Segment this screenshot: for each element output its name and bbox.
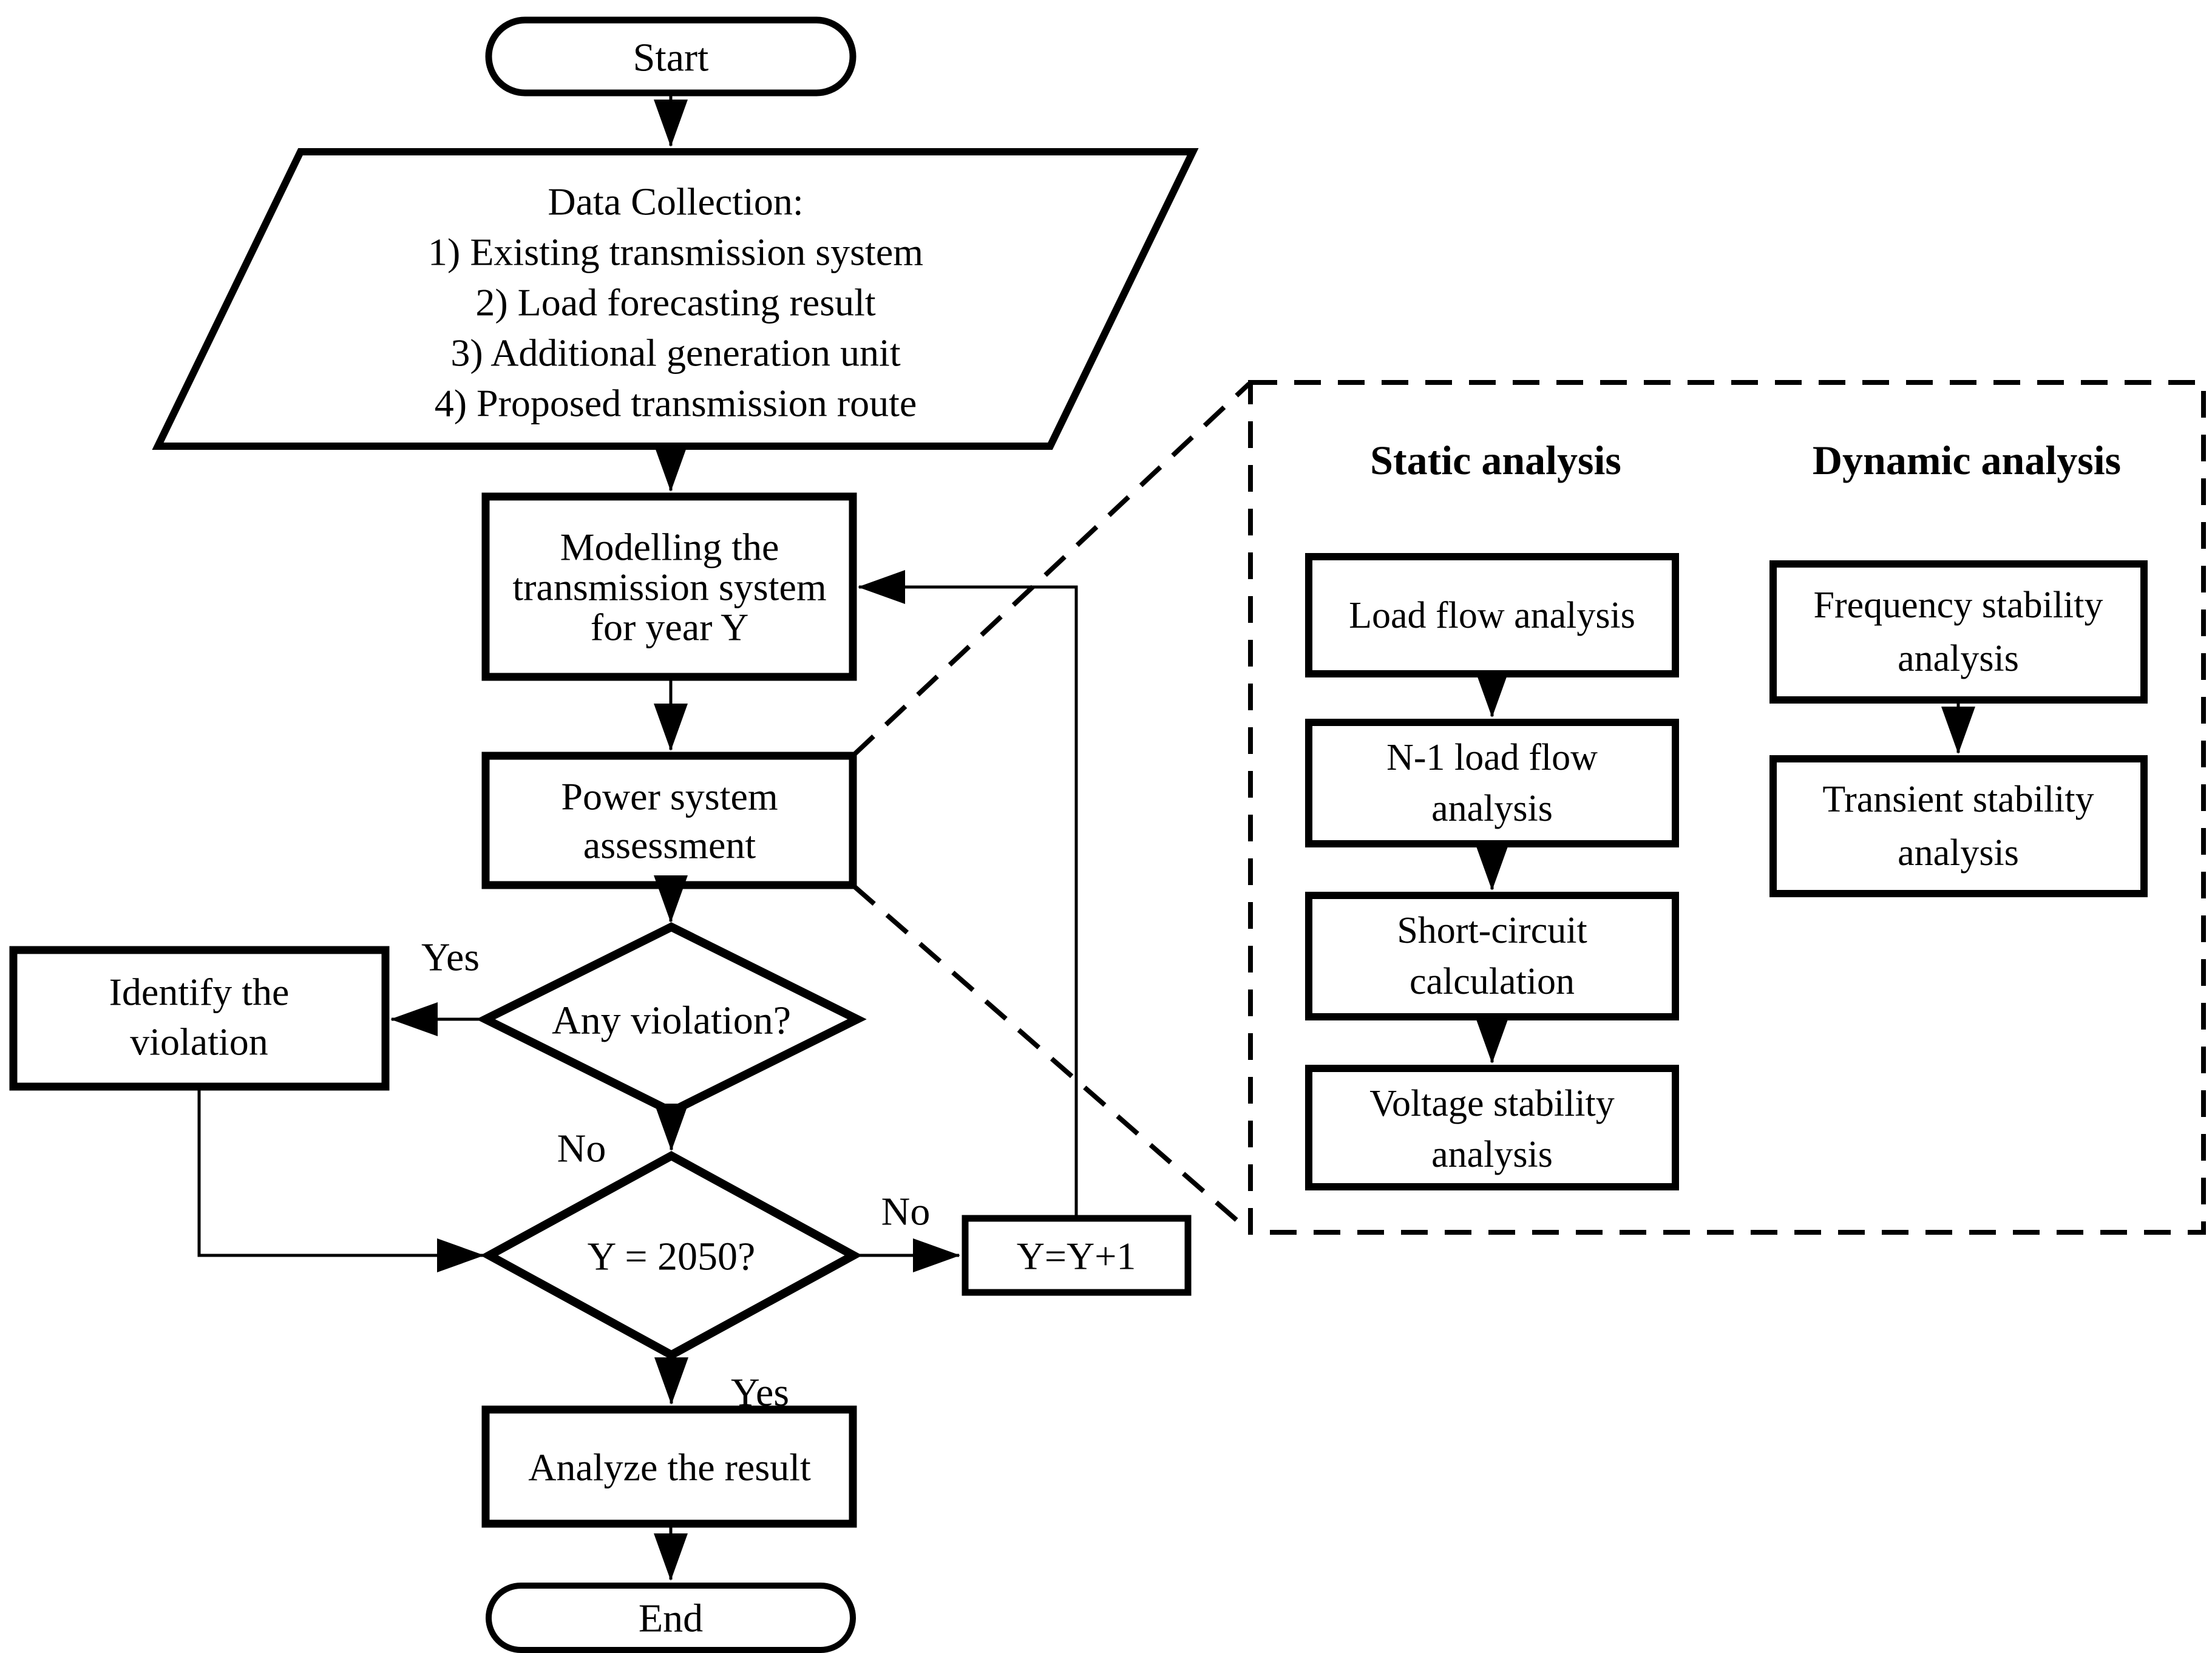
modelling-line: for year Y <box>591 606 749 649</box>
violation-decision-label: Any violation? <box>552 999 791 1043</box>
node-analyze-result <box>481 1405 857 1528</box>
load-flow-label: Load flow analysis <box>1349 595 1635 636</box>
edge-increment-to-modelling <box>858 570 1078 1218</box>
assessment-line: assessment <box>583 824 756 867</box>
voltage-stability-line: Voltage stability <box>1369 1083 1615 1124</box>
detail-panel-border <box>1248 380 2206 1235</box>
transient-stability-line: Transient stability <box>1822 779 2094 820</box>
edge-label-year-no: No <box>881 1190 931 1234</box>
data-collection-line: 4) Proposed transmission route <box>435 382 917 425</box>
year-decision-label: Y = 2050? <box>588 1235 756 1279</box>
edge-label-violation-yes: Yes <box>421 935 480 980</box>
node-start-label: Start <box>633 36 709 80</box>
short-circuit-line: Short-circuit <box>1397 910 1587 951</box>
node-assessment <box>481 752 857 889</box>
voltage-stability-line: analysis <box>1431 1134 1553 1175</box>
data-collection-line: 1) Existing transmission system <box>428 231 923 274</box>
analyze-result-label: Analyze the result <box>528 1446 811 1489</box>
increment-year-label: Y=Y+1 <box>1017 1235 1136 1278</box>
frequency-stability-line: Frequency stability <box>1814 585 2103 626</box>
edge-label-violation-no: No <box>557 1127 606 1171</box>
modelling-line: transmission system <box>512 566 826 609</box>
node-frequency-stability <box>1769 560 2148 704</box>
dynamic-analysis-heading: Dynamic analysis <box>1813 437 2121 483</box>
node-n1-load-flow <box>1305 719 1679 847</box>
node-end-label: End <box>639 1597 703 1641</box>
edge-identify-to-year <box>197 1087 484 1272</box>
node-end <box>486 1583 856 1653</box>
static-analysis-heading: Static analysis <box>1370 437 1621 483</box>
frequency-stability-line: analysis <box>1898 638 2019 679</box>
identify-line: violation <box>130 1020 268 1064</box>
transient-stability-line: analysis <box>1898 832 2019 874</box>
modelling-line: Modelling the <box>560 526 779 569</box>
data-collection-line: 3) Additional generation unit <box>450 331 900 375</box>
data-collection-line: Data Collection: <box>548 180 803 223</box>
node-modelling <box>481 492 857 681</box>
identify-line: Identify the <box>109 971 290 1014</box>
n1-load-flow-line: N-1 load flow <box>1386 737 1598 778</box>
data-collection-line: 2) Load forecasting result <box>475 281 876 324</box>
dashed-connector-top <box>852 382 1251 756</box>
n1-load-flow-line: analysis <box>1431 788 1553 829</box>
node-transient-stability <box>1769 755 2148 897</box>
node-voltage-stability <box>1305 1065 1679 1190</box>
node-data-collection <box>152 148 1199 450</box>
dashed-connector-bottom <box>852 884 1251 1234</box>
short-circuit-line: calculation <box>1410 961 1575 1002</box>
assessment-line: Power system <box>561 775 778 818</box>
